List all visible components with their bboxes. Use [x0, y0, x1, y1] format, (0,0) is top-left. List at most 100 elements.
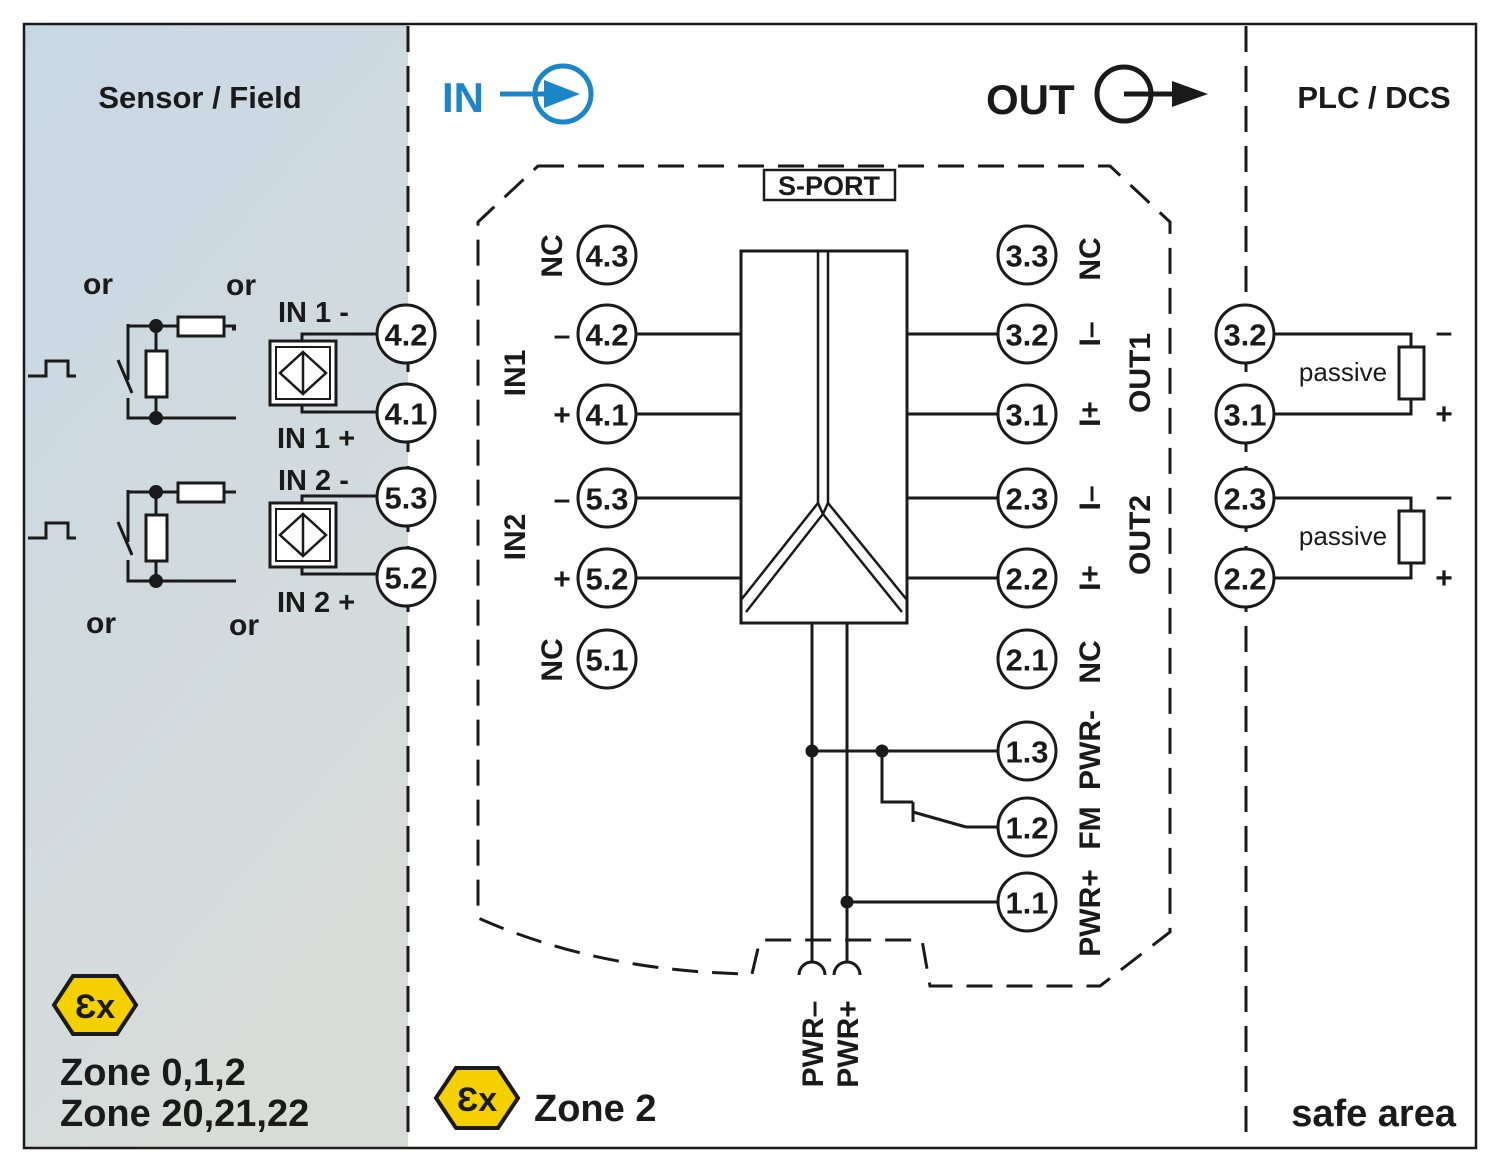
field-wiring-channel-1 [28, 315, 236, 425]
plc-labels: passive passive – + – + [1299, 316, 1453, 595]
module-terminal-right-1-2: 1.2 [996, 796, 1058, 858]
terminal-label: 5.3 [585, 482, 628, 517]
terminal-label: 3.2 [1005, 318, 1048, 353]
module-terminal-right-1-1: 1.1 [996, 871, 1058, 933]
module-terminal-right-3-1: 3.1 [996, 383, 1058, 445]
label-nc-3-3: NC [1074, 237, 1107, 280]
proximity-sensor-icon-1 [268, 332, 378, 414]
terminal-label: 2.1 [1005, 643, 1048, 678]
label-i-plus-3-1: I+ [1074, 401, 1107, 427]
in2-minus-label: IN 2 - [278, 465, 349, 497]
module-right-wires [907, 332, 998, 580]
terminal-label: 4.1 [585, 398, 628, 433]
power-connector-icon [797, 960, 862, 976]
field-labels: or or or or IN 1 - IN 1 + IN 2 - IN 2 + [83, 268, 355, 642]
label-i-minus-3-2: I– [1074, 321, 1107, 346]
plc-sign-plus-2: + [1435, 562, 1453, 595]
or-label-top-left: or [83, 268, 113, 301]
field-zone-line2: Zone 20,21,22 [60, 1093, 309, 1135]
output-arrow-icon [1094, 64, 1208, 124]
terminal-label: 5.2 [585, 562, 628, 597]
terminal-label: 4.1 [384, 397, 427, 432]
plc-zone-title: PLC / DCS [1297, 80, 1450, 115]
terminal-label: 3.1 [1223, 398, 1266, 433]
field-zone-background [24, 24, 408, 1148]
terminal-label: 2.3 [1223, 482, 1266, 517]
module-terminal-left-5-1: 5.1 [576, 628, 638, 690]
terminal-label: 2.2 [1005, 562, 1048, 597]
label-pwr-minus-bottom: PWR– [797, 1001, 830, 1088]
label-fm-1-2: FM [1074, 806, 1107, 849]
terminal-label: 5.1 [585, 643, 628, 678]
plc-terminal-3-1: 3.1 [1214, 383, 1276, 445]
module-terminal-left-4-2: 4.2 [576, 303, 638, 365]
label-plus-4-1: + [553, 399, 571, 432]
sport-box [762, 168, 897, 202]
or-label-top-right: or [226, 269, 256, 302]
svg-text:Ɛx: Ɛx [75, 988, 115, 1026]
passive-label-2: passive [1299, 521, 1387, 551]
out-label: OUT [986, 76, 1075, 123]
or-label-bottom-left: or [86, 607, 116, 640]
power-wiring [805, 623, 998, 962]
label-in2: IN2 [499, 514, 532, 561]
module-terminal-right-2-3: 2.3 [996, 467, 1058, 529]
field-terminal-5-3: 5.3 [375, 466, 437, 528]
terminal-label: 5.3 [384, 481, 427, 516]
plc-terminals: 3.2 3.1 2.3 2.2 [1214, 303, 1276, 609]
terminal-label: 1.1 [1005, 886, 1048, 921]
label-nc-2-1: NC [1074, 640, 1107, 683]
ex-warning-icon-zone2: Ɛx [433, 1066, 521, 1130]
plc-terminal-2-2: 2.2 [1214, 547, 1276, 609]
label-i-plus-2-2: I+ [1074, 565, 1107, 591]
field-zone-line1: Zone 0,1,2 [60, 1052, 246, 1094]
in1-plus-label: IN 1 + [277, 423, 355, 455]
terminal-label: 3.1 [1005, 398, 1048, 433]
label-out2: OUT2 [1124, 495, 1157, 575]
label-minus-5-3: – [554, 483, 571, 516]
terminal-label: 5.2 [384, 561, 427, 596]
plc-sign-minus-1: – [1436, 316, 1453, 349]
field-terminal-4-2: 4.2 [375, 303, 437, 365]
plc-sign-plus-1: + [1435, 398, 1453, 431]
in1-minus-label: IN 1 - [278, 297, 349, 329]
diagram-frame [22, 22, 1478, 1150]
module-right-terminals: 3.3 3.2 3.1 2.3 2.2 2.1 1.3 1.2 1.1 [996, 224, 1058, 933]
label-nc-5-1: NC [536, 638, 569, 681]
module-terminal-left-4-1: 4.1 [576, 383, 638, 445]
safe-area-label: safe area [1291, 1093, 1457, 1135]
isolator-block [739, 249, 909, 625]
label-minus-4-2: – [554, 319, 571, 352]
or-label-bottom-right: or [229, 609, 259, 642]
module-left-labels: NC – + – + NC IN1 IN2 [499, 234, 571, 681]
module-terminal-right-3-2: 3.2 [996, 303, 1058, 365]
module-terminal-left-4-3: 4.3 [576, 224, 638, 286]
terminal-label: 2.3 [1005, 482, 1048, 517]
label-in1: IN1 [499, 350, 532, 397]
plc-wiring [1274, 332, 1426, 580]
zone2-label: Zone 2 [534, 1088, 656, 1130]
terminal-label: 4.2 [585, 318, 628, 353]
module-outline [476, 164, 1172, 988]
in-label: IN [442, 74, 484, 121]
label-pwr-minus-1-3: PWR- [1074, 710, 1107, 790]
module-terminal-left-5-3: 5.3 [576, 467, 638, 529]
module-terminal-left-5-2: 5.2 [576, 547, 638, 609]
label-pwr-plus-bottom: PWR+ [832, 1000, 865, 1088]
module-terminal-right-2-2: 2.2 [996, 547, 1058, 609]
terminal-label: 3.2 [1223, 318, 1266, 353]
terminal-label: 3.3 [1005, 239, 1048, 274]
in2-plus-label: IN 2 + [277, 587, 355, 619]
svg-text:Ɛx: Ɛx [457, 1081, 497, 1119]
plc-sign-minus-2: – [1436, 480, 1453, 513]
module-left-terminals: 4.3 4.2 4.1 5.3 5.2 5.1 [576, 224, 638, 690]
terminal-label: 4.3 [585, 239, 628, 274]
module-terminal-right-1-3: 1.3 [996, 720, 1058, 782]
module-terminal-right-2-1: 2.1 [996, 628, 1058, 690]
input-arrow-icon [500, 63, 594, 125]
field-terminal-4-1: 4.1 [375, 382, 437, 444]
label-out1: OUT1 [1124, 333, 1157, 413]
label-nc-4-3: NC [536, 234, 569, 277]
label-pwr-plus-1-1: PWR+ [1074, 869, 1107, 957]
